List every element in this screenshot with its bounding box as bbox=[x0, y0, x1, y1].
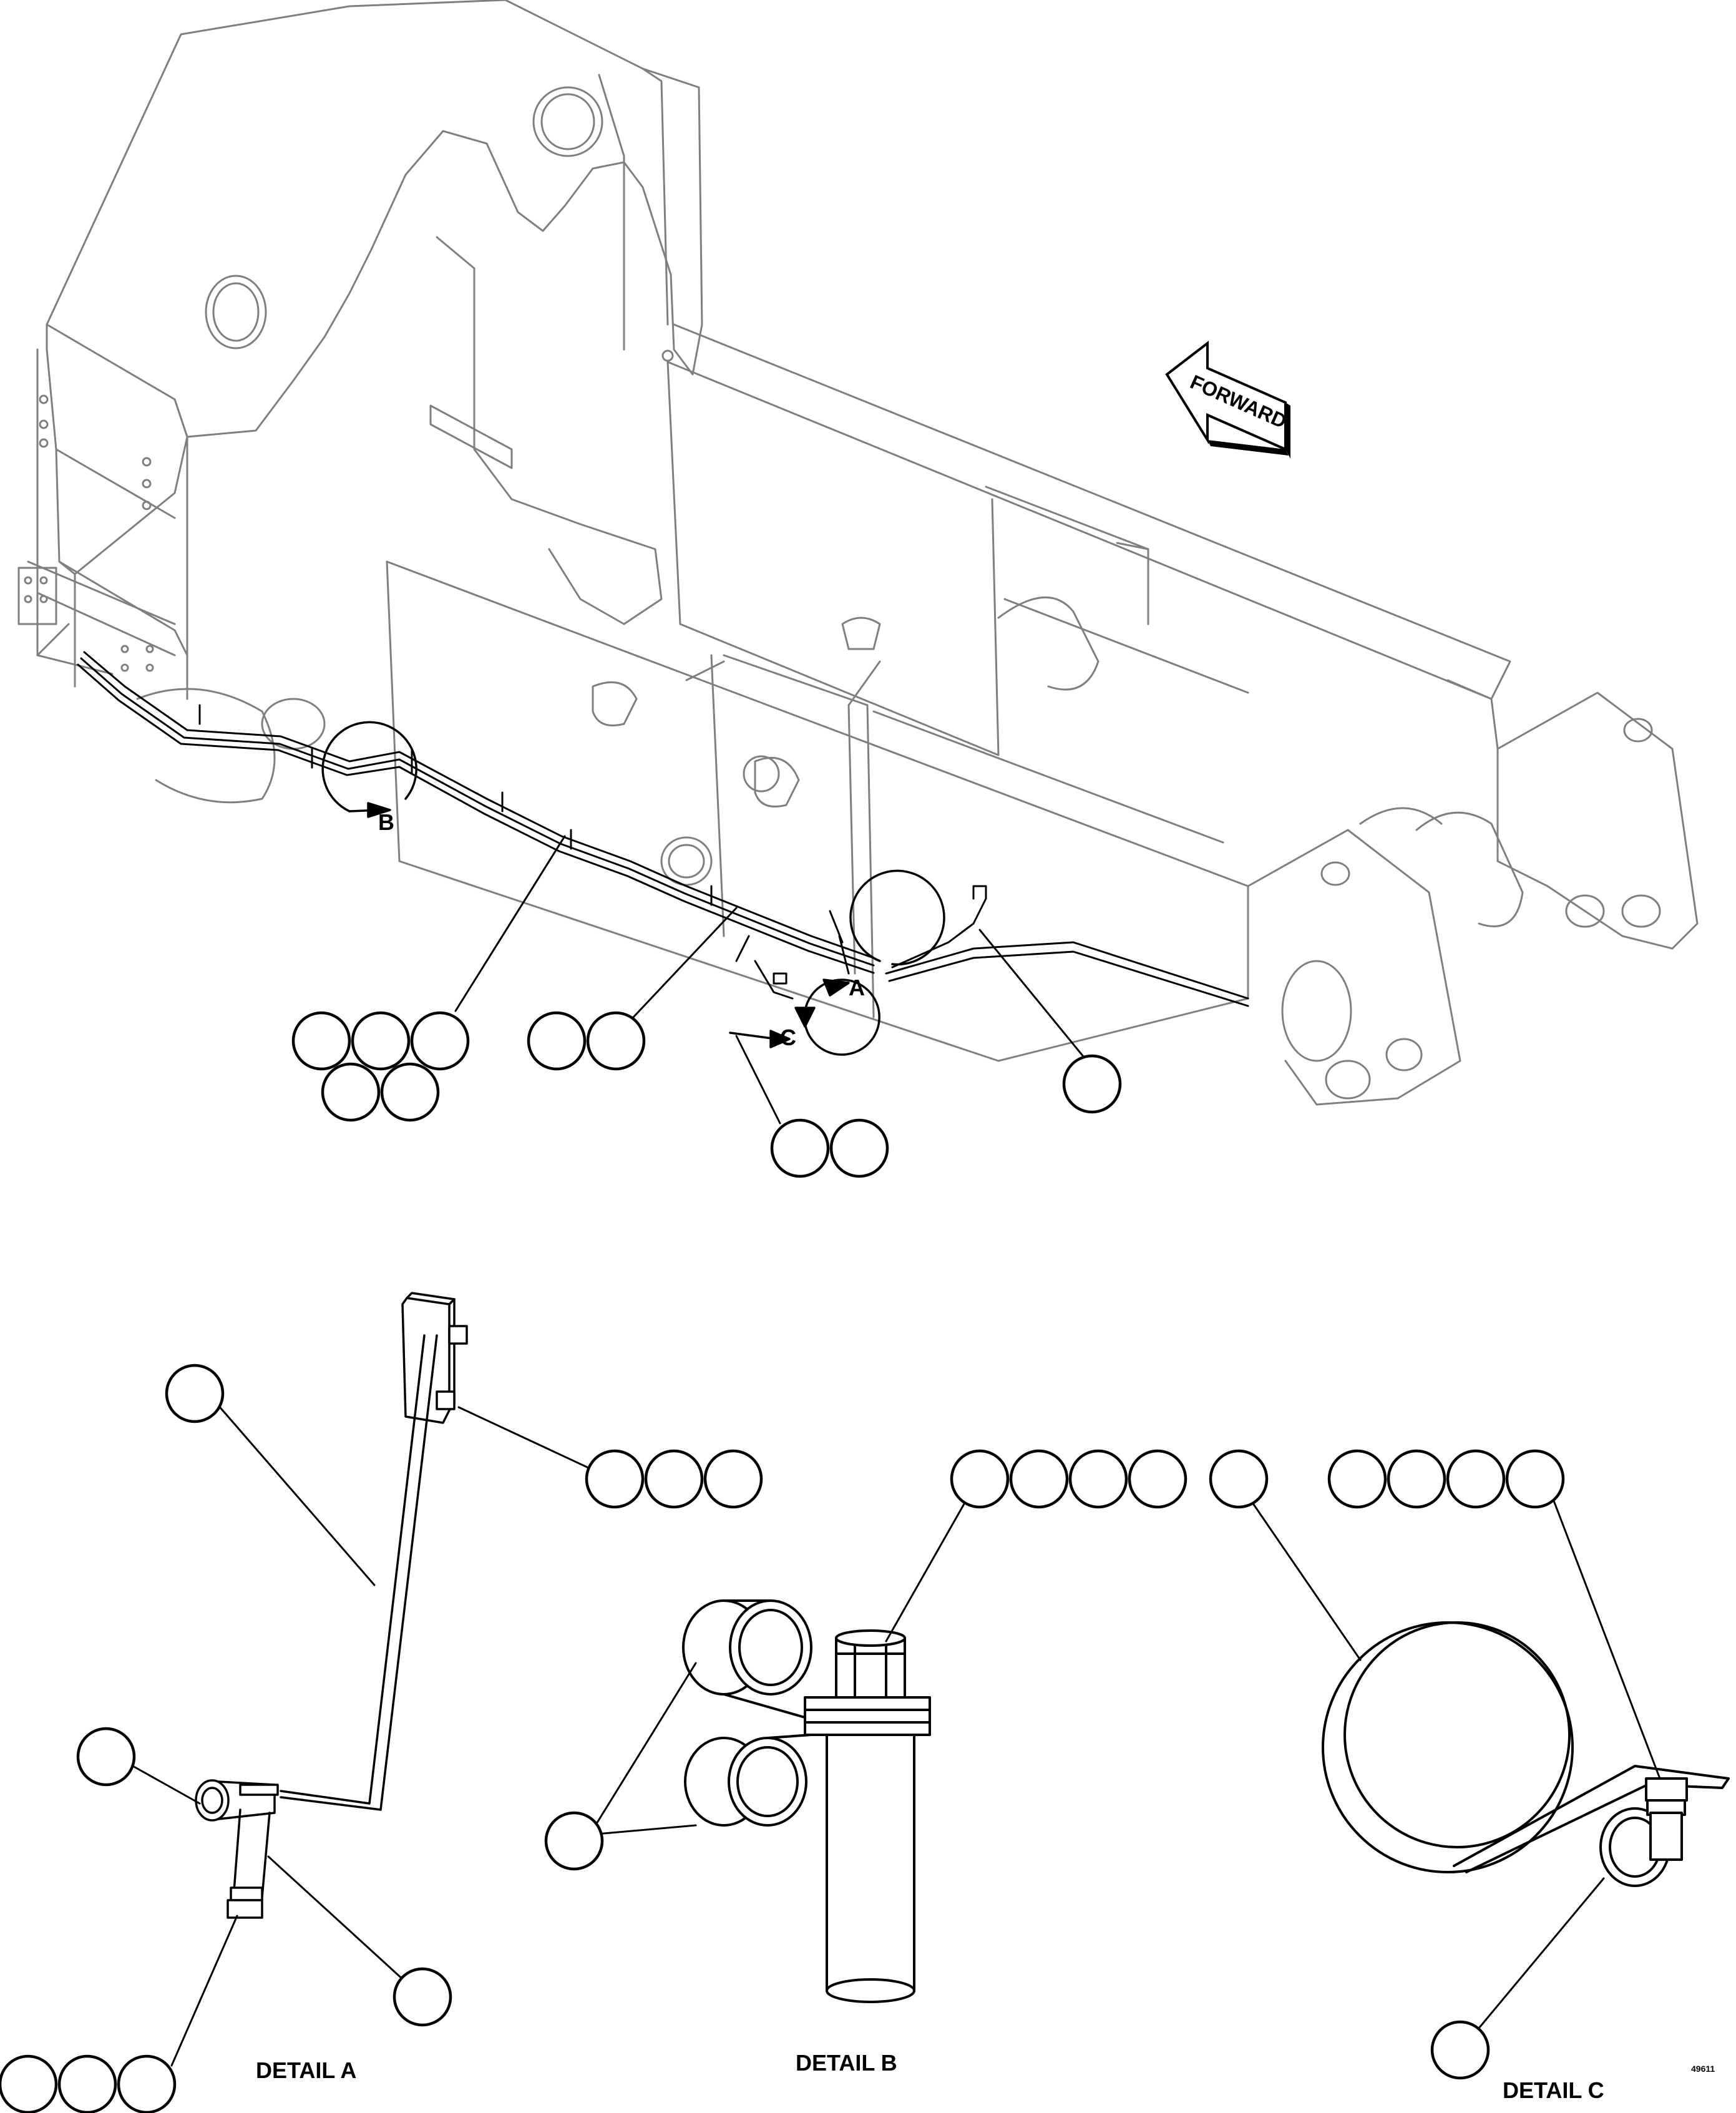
figure-code: 49611 bbox=[1691, 2064, 1715, 2074]
callout-b-label: B bbox=[378, 809, 394, 835]
detail-b-drawing bbox=[682, 1599, 931, 2003]
detail-a-leaders bbox=[120, 1393, 600, 2067]
item-bubbles-detail-b bbox=[544, 1449, 1187, 1871]
detail-c-leaders bbox=[1250, 1500, 1661, 2029]
callout-a-label: A bbox=[849, 975, 865, 1000]
detail-a-drawing bbox=[195, 1292, 468, 1919]
item-bubbles-main bbox=[291, 1011, 1122, 1178]
detail-b-leaders bbox=[588, 1503, 965, 1836]
detail-marker-c bbox=[729, 978, 880, 1056]
hydraulic-lines bbox=[77, 651, 1249, 1007]
item-bubbles-detail-a bbox=[0, 1364, 763, 2113]
callout-c-label: C bbox=[780, 1025, 796, 1050]
detail-marker-b bbox=[321, 721, 417, 818]
main-leaders bbox=[454, 835, 1093, 1125]
detail-a-title: DETAIL A bbox=[256, 2057, 356, 2083]
detail-marker-a bbox=[822, 869, 945, 997]
item-bubbles-detail-c bbox=[1209, 1449, 1565, 2080]
detail-b-title: DETAIL B bbox=[796, 2050, 897, 2076]
detail-c-title: DETAIL C bbox=[1503, 2077, 1604, 2103]
frame-outline bbox=[17, 0, 1699, 1106]
forward-arrow: FORWARD bbox=[1165, 340, 1290, 459]
detail-c-drawing bbox=[1322, 1621, 1730, 1887]
